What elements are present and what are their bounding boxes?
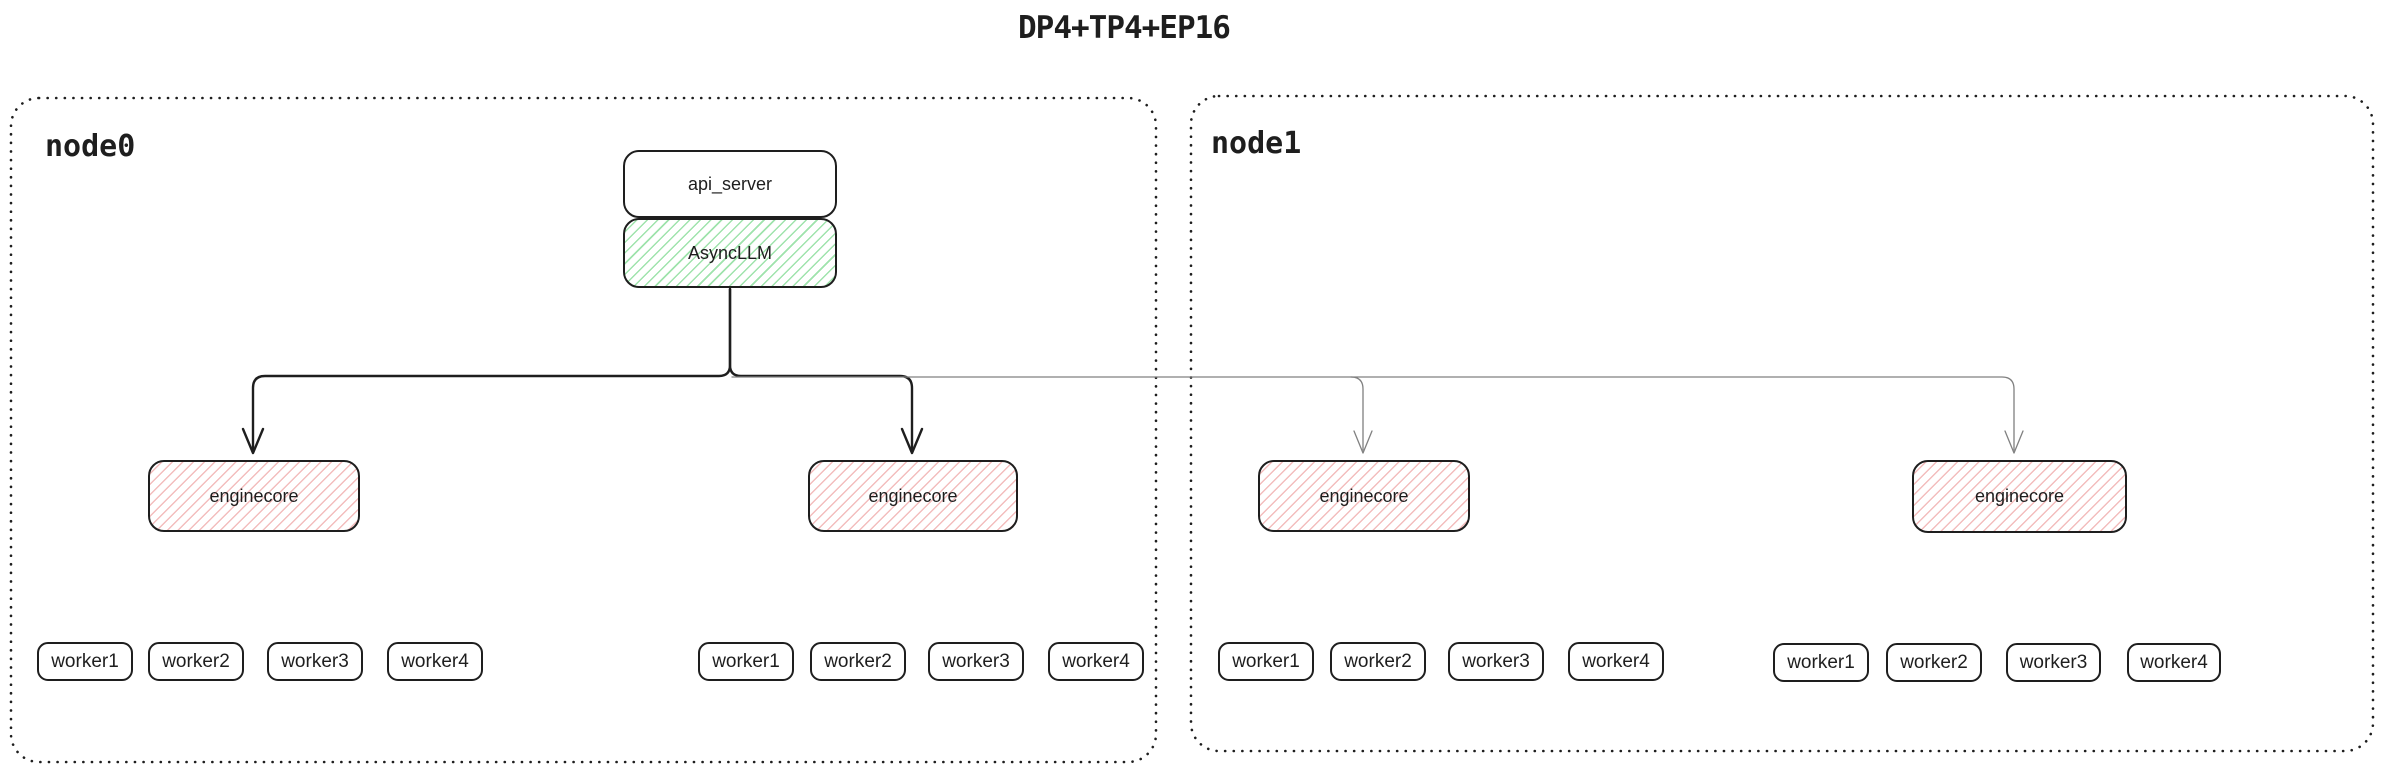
enginecore-box-3: enginecore <box>1258 460 1470 532</box>
arrowhead-enginecore-4-icon <box>2004 430 2024 454</box>
enginecore-box-4: enginecore <box>1912 460 2127 533</box>
enginecore-box-2: enginecore <box>808 460 1018 532</box>
node1-label: node1 <box>1211 126 1302 161</box>
worker-box: worker1 <box>1773 643 1869 682</box>
api-server-box: api_server <box>623 150 837 218</box>
worker-box: worker3 <box>928 642 1024 681</box>
worker-box: worker2 <box>1886 643 1982 682</box>
arrow-asyncllm-to-enginecore-1 <box>251 287 732 452</box>
worker-box: worker2 <box>810 642 906 681</box>
arrow-asyncllm-to-enginecore-3 <box>1350 376 1364 451</box>
diagram-title: DP4+TP4+EP16 <box>1018 10 1231 46</box>
arrowhead-enginecore-3-icon <box>1353 430 1373 454</box>
arrow-asyncllm-to-enginecore-4 <box>731 376 2015 451</box>
worker-box: worker3 <box>2006 643 2101 682</box>
worker-box: worker2 <box>1330 642 1426 681</box>
arrow-asyncllm-to-enginecore-2 <box>728 287 914 452</box>
worker-box: worker4 <box>1048 642 1144 681</box>
worker-box: worker4 <box>2127 643 2221 682</box>
asyncllm-box: AsyncLLM <box>623 218 837 288</box>
worker-box: worker1 <box>1218 642 1314 681</box>
worker-box: worker4 <box>387 642 483 681</box>
arrowhead-enginecore-1-icon <box>241 427 265 455</box>
worker-box: worker1 <box>37 642 133 681</box>
worker-box: worker3 <box>1448 642 1544 681</box>
enginecore-box-1: enginecore <box>148 460 360 532</box>
worker-box: worker3 <box>267 642 363 681</box>
worker-box: worker2 <box>148 642 244 681</box>
worker-box: worker4 <box>1568 642 1664 681</box>
arrowhead-enginecore-2-icon <box>900 427 924 455</box>
worker-box: worker1 <box>698 642 794 681</box>
node0-label: node0 <box>45 129 136 164</box>
